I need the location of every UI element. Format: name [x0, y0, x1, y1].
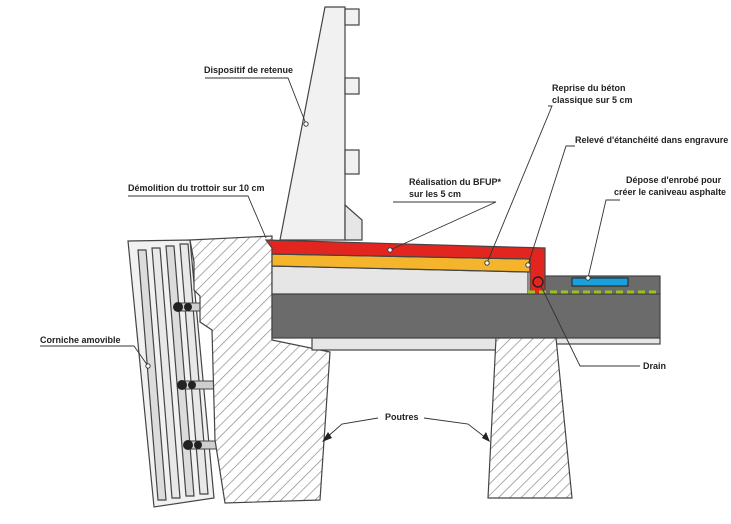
dispositif-de-retenue — [279, 6, 363, 241]
leader-lines — [40, 77, 640, 442]
bearing-strip-right — [555, 337, 661, 345]
callout-labels: Dispositif de retenue Reprise du béton c… — [40, 65, 728, 422]
label-reprise-2: classique sur 5 cm — [552, 95, 633, 105]
caniveau-asphalte — [571, 277, 629, 287]
poutre-centrale — [487, 337, 573, 499]
drain-pipe — [532, 276, 544, 288]
corniche-amovible — [127, 239, 223, 508]
label-bfup-1: Réalisation du BFUP* — [409, 177, 502, 187]
label-poutres: Poutres — [385, 412, 419, 422]
label-releve: Relevé d'étanchéité dans engravure — [575, 135, 728, 145]
label-reprise-1: Reprise du béton — [552, 83, 626, 93]
label-depose-1: Dépose d'enrobé pour — [626, 175, 722, 185]
label-drain: Drain — [643, 361, 666, 371]
corniche-fixings — [173, 302, 223, 450]
label-dispositif: Dispositif de retenue — [204, 65, 293, 75]
bfup-layer — [264, 239, 546, 295]
label-bfup-2: sur les 5 cm — [409, 189, 461, 199]
label-demolition: Démolition du trottoir sur 10 cm — [128, 183, 265, 193]
label-corniche: Corniche amovible — [40, 335, 121, 345]
deck-slab — [271, 293, 661, 339]
label-depose-2: créer le caniveau asphalte — [614, 187, 726, 197]
